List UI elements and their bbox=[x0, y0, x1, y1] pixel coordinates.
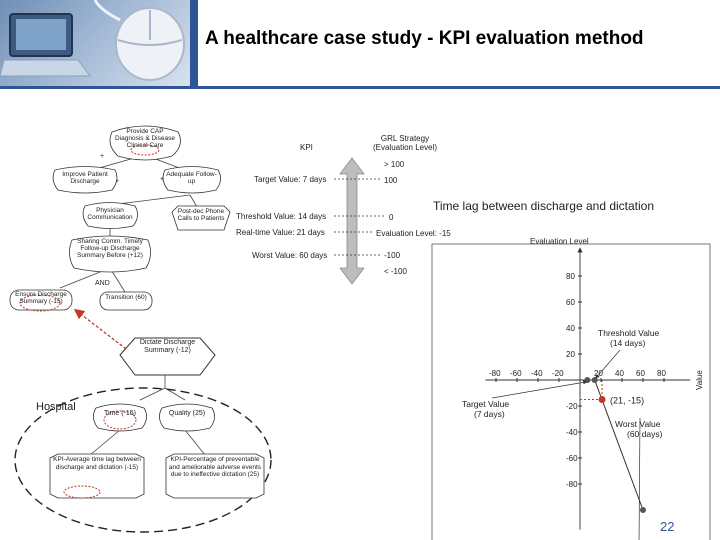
scale-m100: -100 bbox=[384, 251, 401, 260]
task-dictate-summary-label: Dictate Discharge Summary (-12) bbox=[139, 339, 196, 354]
y-tick-label: -60 bbox=[566, 454, 578, 463]
annotation-arrow bbox=[491, 380, 588, 399]
annotation-subtitle: (60 days) bbox=[627, 429, 663, 439]
annotation-title: Threshold Value bbox=[598, 328, 660, 338]
softgoal-time bbox=[93, 403, 147, 432]
y-tick-label: 80 bbox=[566, 272, 575, 281]
laptop-mouse-illustration bbox=[0, 0, 185, 81]
annotation-arrow bbox=[638, 417, 641, 540]
scale-gt100: > 100 bbox=[384, 160, 405, 169]
highlight-circle-kpi bbox=[63, 485, 101, 499]
highlight-point-label: (21, -15) bbox=[610, 396, 644, 406]
task-phone-calls-label: Post-dec Phone Calls to Patients bbox=[177, 208, 225, 222]
softgoal-quality bbox=[159, 403, 215, 432]
task-phone-calls bbox=[171, 205, 231, 231]
page-number: 22 bbox=[660, 519, 675, 534]
scale-target: Target Value: 7 days bbox=[254, 175, 326, 184]
evaluation-chart: -80 -60 -40 -20 20 40 60 80 80 60 40 20 -20 -40 -60 -80… bbox=[431, 237, 711, 540]
y-tick-label: 40 bbox=[566, 324, 575, 333]
kpi-percentage-label: KPI-Percentage of preventable and amelio… bbox=[168, 456, 262, 478]
scale-col-grl: GRL Strategy (Evaluation Level) bbox=[372, 134, 438, 152]
kpi-average-node bbox=[49, 453, 145, 499]
softgoal-patient-discharge-label: Improve Patient Discharge bbox=[62, 171, 108, 185]
scale-ltm100: < -100 bbox=[384, 267, 407, 276]
and-decomposition-label: AND bbox=[95, 280, 110, 287]
series-point bbox=[640, 507, 646, 513]
header-photo bbox=[0, 0, 190, 86]
scale-eval-m15: Evaluation Level: -15 bbox=[376, 229, 451, 238]
y-tick-label: 20 bbox=[566, 350, 575, 359]
task-dictate-summary bbox=[119, 337, 216, 376]
softgoal-followup-label: Adequate Follow-up bbox=[166, 171, 217, 185]
x-tick-label: 80 bbox=[657, 369, 666, 378]
highlight-circle-time bbox=[103, 410, 137, 430]
goal-model: + + + Provide CAP Diagnosis & Disease Cl… bbox=[9, 125, 272, 533]
goal-ensure-summary-label: Ensure Discharge Summary (-15) bbox=[15, 291, 67, 305]
softgoal-followup bbox=[162, 166, 221, 194]
contrib-label-3: + bbox=[160, 176, 164, 183]
chart-mark-layer: (21, -15) Threshold Value(14 days) Target … bbox=[462, 328, 663, 540]
softgoal-sharing bbox=[69, 235, 151, 273]
x-tick-label: 60 bbox=[636, 369, 645, 378]
kpi-scale: KPI GRL Strategy (Evaluation Level) Targ… bbox=[236, 134, 451, 285]
x-tick-label: 20 bbox=[594, 369, 603, 378]
red-trace-arrow bbox=[73, 308, 131, 353]
goal-transition-label: Transition (60) bbox=[105, 294, 147, 301]
softgoal-patient-discharge bbox=[52, 166, 118, 194]
y-tick-label: -20 bbox=[566, 402, 578, 411]
x-tick-label: -40 bbox=[531, 369, 543, 378]
x-tick-label: 40 bbox=[615, 369, 624, 378]
chart-caption: Time lag between discharge and dictation bbox=[433, 199, 655, 213]
y-tick-label: -80 bbox=[566, 480, 578, 489]
y-tick-label: -40 bbox=[566, 428, 578, 437]
scale-threshold: Threshold Value: 14 days bbox=[236, 212, 326, 221]
scale-double-arrow bbox=[339, 157, 365, 285]
goal-ensure-summary bbox=[9, 289, 73, 311]
softgoal-quality-label: Quality (25) bbox=[168, 410, 206, 417]
x-tick-label: -80 bbox=[489, 369, 501, 378]
softgoal-top bbox=[109, 125, 181, 161]
slide-title: A healthcare case study - KPI evaluation… bbox=[205, 28, 644, 49]
x-tick-label: -20 bbox=[552, 369, 564, 378]
hospital-label: Hospital bbox=[36, 401, 76, 413]
softgoal-time-label: Time (-15) bbox=[103, 410, 137, 417]
softgoal-communication bbox=[82, 202, 138, 229]
annotation-title: Target Value bbox=[462, 399, 509, 409]
highlight-point bbox=[598, 396, 606, 403]
chart-xlabel: Value bbox=[695, 370, 704, 390]
annotation-subtitle: (14 days) bbox=[610, 338, 646, 348]
contrib-label-1: + bbox=[100, 153, 104, 160]
softgoal-sharing-label: Sharing Comm. Timely Follow-up Discharge… bbox=[77, 238, 143, 259]
slide-header: A healthcare case study - KPI evaluation… bbox=[0, 0, 720, 89]
softgoal-top-label: Provide CAP Diagnosis & Disease Clinical… bbox=[115, 128, 175, 149]
scale-100: 100 bbox=[384, 176, 398, 185]
header-accent-bar bbox=[190, 0, 198, 86]
highlight-circle-top bbox=[130, 144, 160, 156]
chart-ylabel: Evaluation Level bbox=[530, 237, 589, 246]
goal-transition bbox=[99, 291, 153, 311]
y-tick-label: 60 bbox=[566, 298, 575, 307]
scale-worst: Worst Value: 60 days bbox=[252, 251, 327, 260]
scale-0: 0 bbox=[389, 213, 394, 222]
series-point bbox=[591, 377, 598, 383]
scale-realtime: Real-time Value: 21 days bbox=[236, 228, 325, 237]
kpi-average-label: KPI-Average time lag between discharge a… bbox=[53, 456, 141, 471]
kpi-percentage-node bbox=[165, 453, 265, 499]
x-tick-label: -60 bbox=[510, 369, 522, 378]
annotation-title: Worst Value bbox=[615, 419, 661, 429]
softgoal-communication-label: Physician Communication bbox=[87, 207, 133, 221]
chart-frame bbox=[431, 243, 711, 540]
annotation-subtitle: (7 days) bbox=[474, 409, 505, 419]
header-underline bbox=[0, 86, 720, 89]
scale-tick-lines bbox=[334, 178, 386, 256]
highlight-circle-summary bbox=[19, 294, 61, 312]
hospital-boundary bbox=[14, 387, 272, 533]
contrib-label-2: + bbox=[115, 178, 119, 185]
scale-col-kpi: KPI bbox=[300, 143, 313, 152]
annotation-arrow bbox=[595, 349, 621, 379]
